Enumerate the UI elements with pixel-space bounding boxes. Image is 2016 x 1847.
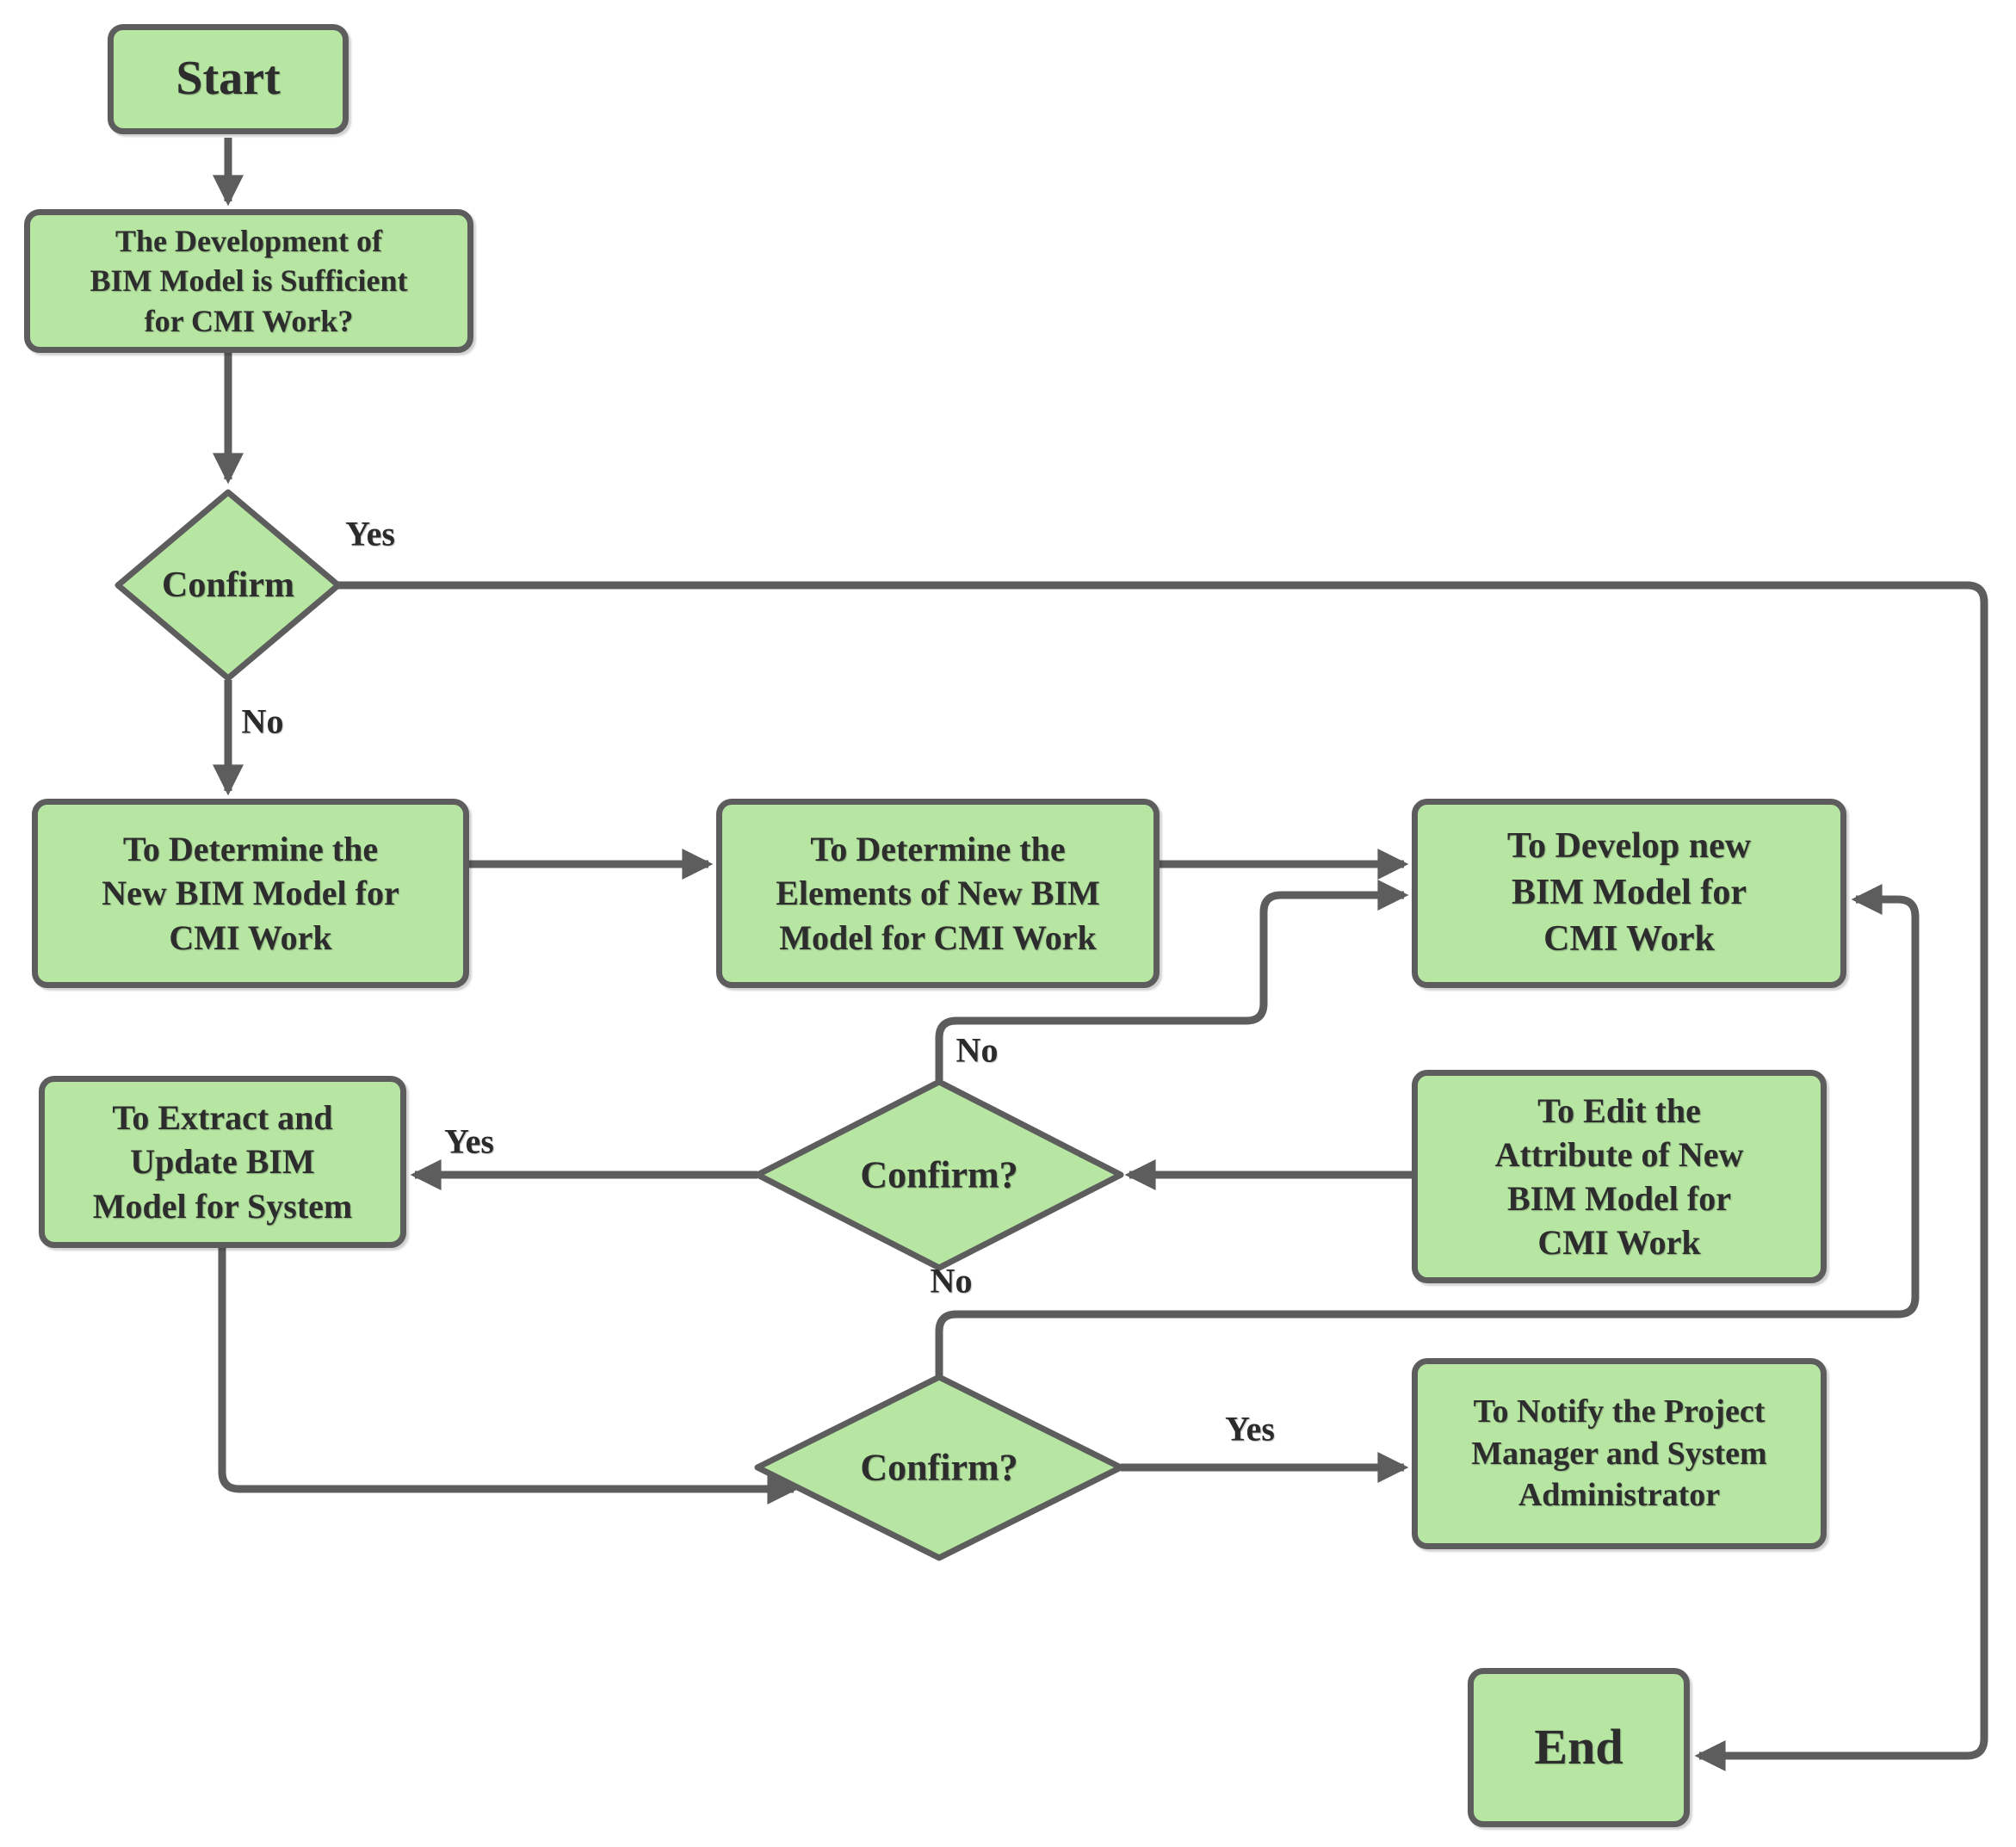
- node-development-sufficient-check: The Development of BIM Model is Sufficie…: [24, 209, 473, 353]
- confirm-top-label: Confirm: [162, 565, 294, 605]
- edge-confirm-mid-no-to-develop-model: [935, 880, 1409, 1080]
- edge-label-confirm-bottom-yes: Yes: [1225, 1409, 1275, 1449]
- edge-label-confirm-top-yes: Yes: [345, 514, 395, 553]
- node-start: Start: [108, 24, 349, 134]
- edge-label-confirm-bottom-no: No: [930, 1261, 973, 1300]
- edge-confirm-top-yes-to-end: [338, 581, 1988, 1771]
- node-end: End: [1468, 1668, 1690, 1827]
- node-extract-update-bim-model: To Extract and Update BIM Model for Syst…: [39, 1076, 406, 1248]
- node-develop-new-bim-model: To Develop new BIM Model for CMI Work: [1412, 799, 1846, 988]
- confirm-top-diamond: [114, 489, 342, 682]
- node-notify-project-manager: To Notify the Project Manager and System…: [1412, 1358, 1827, 1549]
- node-edit-attribute: To Edit the Attribute of New BIM Model f…: [1412, 1070, 1827, 1283]
- edge-label-confirm-mid-yes: Yes: [444, 1121, 494, 1161]
- node-determine-elements: To Determine the Elements of New BIM Mod…: [716, 799, 1160, 988]
- edge-label-confirm-mid-no: No: [955, 1030, 999, 1070]
- confirm-bottom-label: Confirm?: [860, 1446, 1018, 1489]
- edge-label-confirm-top-no: No: [241, 701, 284, 741]
- node-determine-new-bim-model: To Determine the New BIM Model for CMI W…: [32, 799, 469, 988]
- confirm-bottom-diamond: [754, 1374, 1124, 1561]
- confirm-mid-label: Confirm?: [860, 1153, 1018, 1196]
- edge-extract-update-to-confirm-bottom: [218, 1248, 799, 1504]
- confirm-mid-diamond: [754, 1078, 1124, 1271]
- edge-confirm-bottom-no-to-develop-model: [935, 884, 1920, 1375]
